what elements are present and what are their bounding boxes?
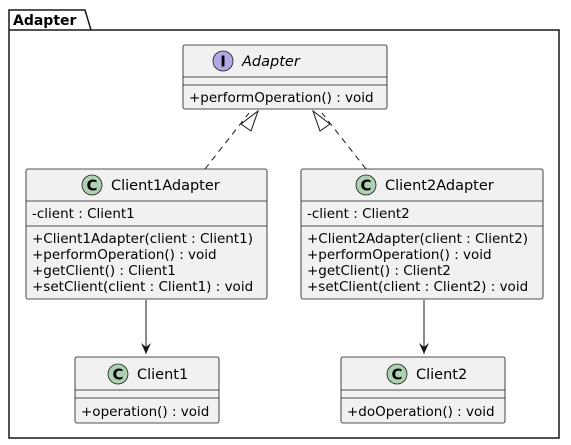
method: +performOperation() : void xyxy=(307,247,492,263)
class-adapter[interactable]: I Adapter +performOperation() : void xyxy=(182,44,388,110)
class-client1adapter[interactable]: C Client1Adapter -client : Client1 +Clie… xyxy=(25,168,268,300)
class-name: Adapter xyxy=(241,54,301,70)
method: +performOperation() : void xyxy=(32,247,217,263)
class-stereotype-icon xyxy=(355,174,377,196)
method: +setClient(client : Client2) : void xyxy=(307,279,528,295)
method: +performOperation() : void xyxy=(189,90,374,106)
method: +Client1Adapter(client : Client1) xyxy=(32,231,253,247)
field: -client : Client1 xyxy=(32,206,135,222)
stereotype-letter: C xyxy=(360,177,371,195)
class-name: Client1 xyxy=(137,367,188,383)
class-name: Client1Adapter xyxy=(111,178,220,194)
method: +getClient() : Client2 xyxy=(307,263,451,279)
stereotype-letter: C xyxy=(112,366,123,384)
package-adapter: Adapter xyxy=(8,9,560,439)
realization-arrowhead-2 xyxy=(311,109,331,132)
field: -client : Client2 xyxy=(307,206,410,222)
method: +getClient() : Client1 xyxy=(32,263,176,279)
method: +doOperation() : void xyxy=(347,404,495,420)
class-stereotype-icon xyxy=(386,363,408,385)
package-name: Adapter xyxy=(13,13,77,29)
realization-client2adapter-adapter xyxy=(321,112,367,170)
method: +Client2Adapter(client : Client2) xyxy=(307,231,528,247)
class-name: Client2Adapter xyxy=(385,178,494,194)
class-client2adapter[interactable]: C Client2Adapter -client : Client2 +Clie… xyxy=(300,168,544,300)
interface-stereotype-icon xyxy=(212,50,234,72)
class-name: Client2 xyxy=(416,367,467,383)
class-client1[interactable]: C Client1 +operation() : void xyxy=(74,356,220,424)
relations xyxy=(141,109,429,354)
method: +setClient(client : Client1) : void xyxy=(32,279,253,295)
method: +operation() : void xyxy=(81,404,209,420)
class-stereotype-icon xyxy=(107,363,129,385)
stereotype-letter: C xyxy=(391,366,402,384)
stereotype-letter: I xyxy=(220,53,226,71)
class-stereotype-icon xyxy=(81,174,103,196)
realization-arrowhead-1 xyxy=(240,109,260,132)
realization-client1adapter-adapter xyxy=(204,112,250,170)
class-client2[interactable]: C Client2 +doOperation() : void xyxy=(340,356,506,424)
stereotype-letter: C xyxy=(86,177,97,195)
